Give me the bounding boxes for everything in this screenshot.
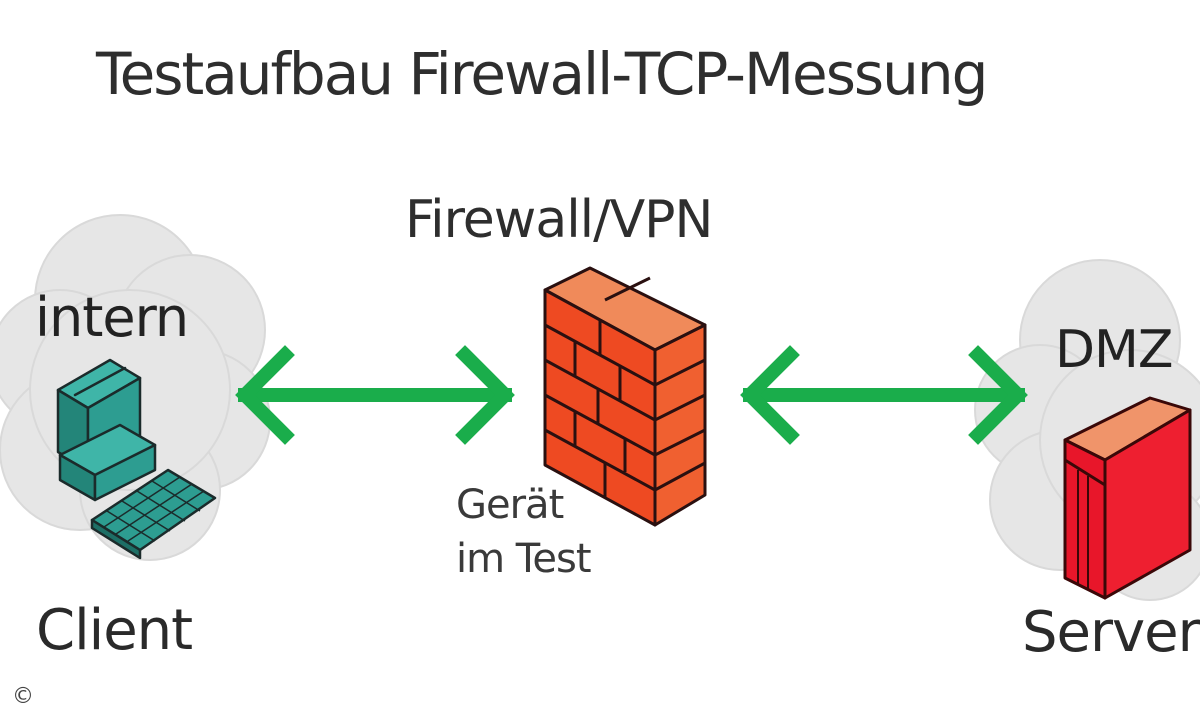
intern-zone-label: intern: [35, 286, 189, 349]
arrow-firewall-server: [740, 345, 1028, 445]
server-icon: [1063, 396, 1192, 600]
arrow-client-firewall: [235, 345, 515, 445]
copyright-icon: ©: [12, 684, 34, 709]
firewall-label: Firewall/VPN: [405, 190, 713, 250]
device-under-test-line2: im Test: [456, 536, 592, 582]
server-label: Server: [1022, 600, 1200, 665]
dmz-zone-label: DMZ: [1055, 320, 1174, 380]
device-under-test-label: Gerät im Test: [456, 478, 592, 586]
client-label: Client: [36, 598, 193, 663]
computer-icon: [56, 358, 217, 560]
device-under-test-line1: Gerät: [456, 482, 564, 528]
diagram-title: Testaufbau Firewall-TCP-Messung: [96, 40, 988, 108]
brick-wall-icon: [543, 266, 707, 527]
